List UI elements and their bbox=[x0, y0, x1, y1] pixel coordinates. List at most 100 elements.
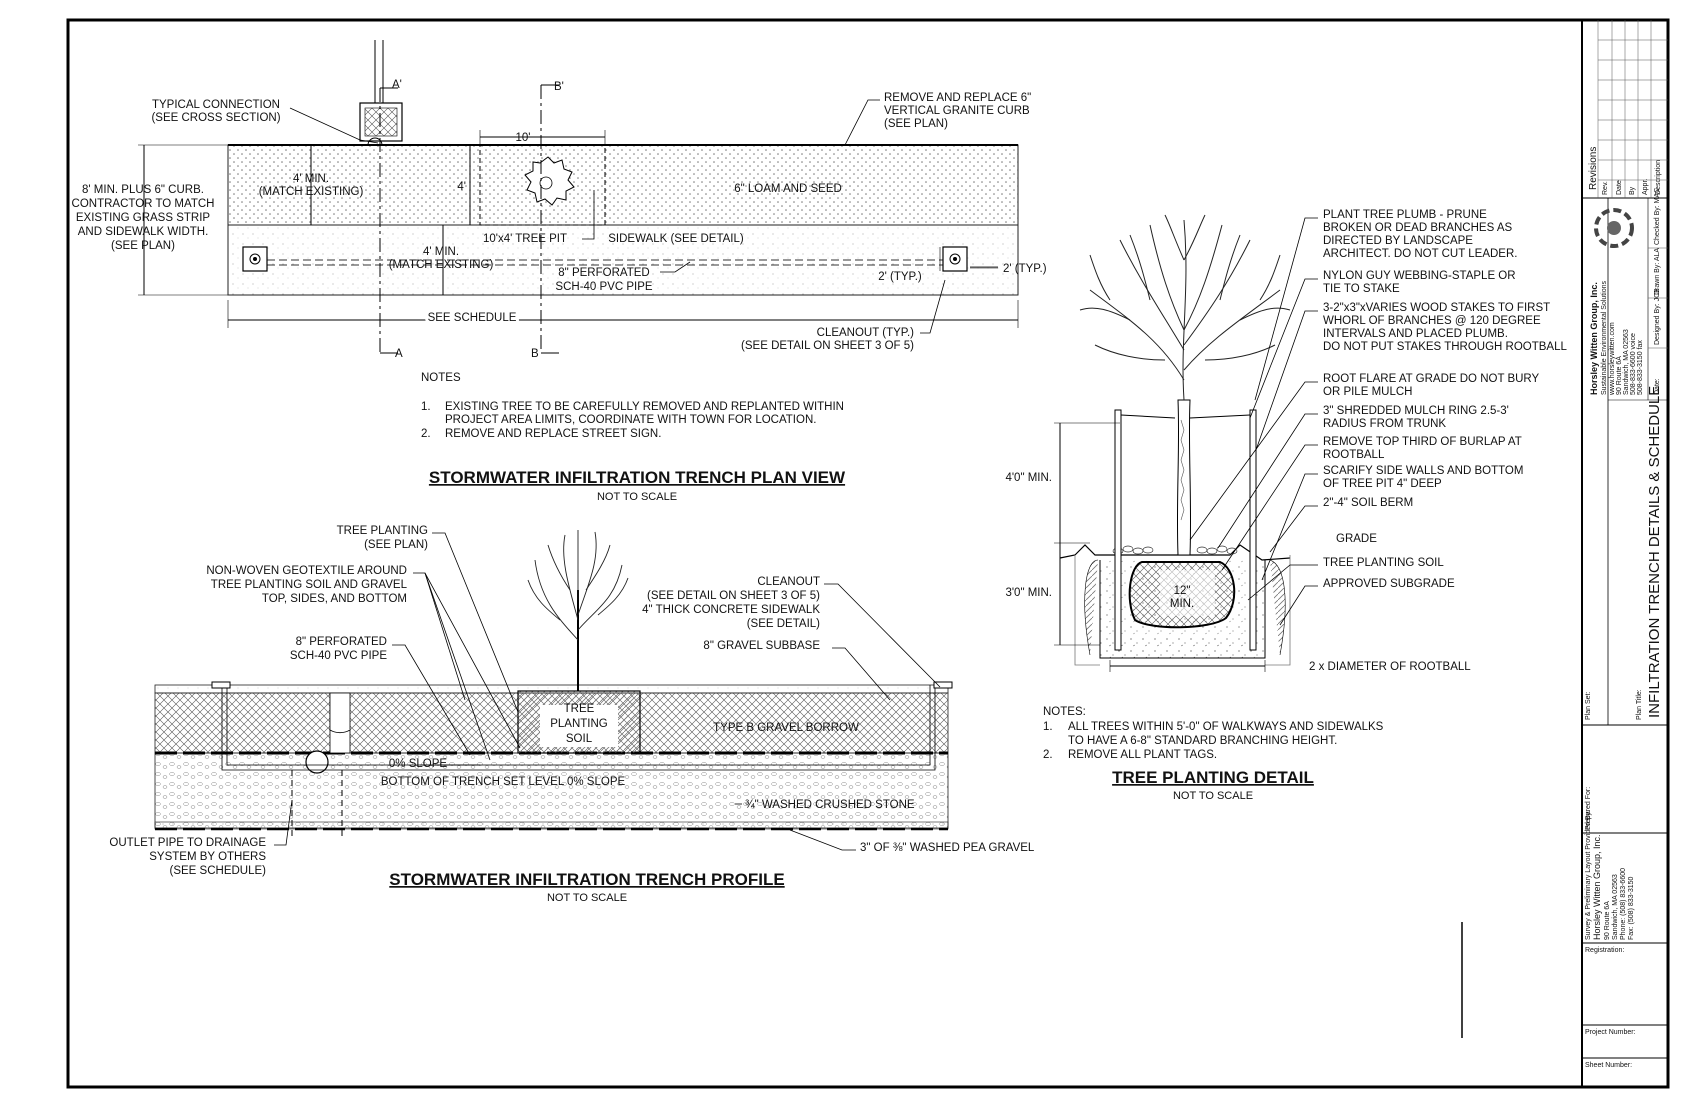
callout-subgrade: APPROVED SUBGRADE bbox=[1323, 578, 1455, 590]
curb-label: REMOVE AND REPLACE 6"VERTICAL GRANITE CU… bbox=[884, 92, 1031, 130]
profile-labels: TREE PLANTING(SEE PLAN) NON-WOVEN GEOTEX… bbox=[109, 525, 1035, 904]
prepared-by-firm: Horsley Witten Group, Inc. bbox=[1592, 834, 1602, 940]
subbase-label: 8" GRAVEL SUBBASE bbox=[703, 640, 820, 652]
title-block-text: Revisions Rev. Date By Appr. Description… bbox=[1585, 147, 1663, 1069]
rev-col-appr: Appr. bbox=[1642, 179, 1649, 195]
callout-planting-soil: TREE PLANTING SOIL bbox=[1323, 557, 1444, 569]
callout-grade: GRADE bbox=[1336, 533, 1377, 545]
section-b-bottom: B bbox=[531, 348, 539, 360]
revisions-label: Revisions bbox=[1588, 147, 1599, 190]
section-a-bottom: A bbox=[395, 348, 403, 360]
profile-cleanout-label: CLEANOUT(SEE DETAIL ON SHEET 3 OF 5) bbox=[647, 576, 820, 602]
four-min-top-label: 4' MIN.(MATCH EXISTING) bbox=[259, 173, 364, 198]
tree-pit-label: 10'x4' TREE PIT bbox=[483, 233, 567, 245]
slope-label: 0% SLOPE bbox=[389, 758, 447, 770]
plan-view-labels: TYPICAL CONNECTION(SEE CROSS SECTION) A'… bbox=[72, 79, 1047, 503]
pea-gravel-label: 3" OF ⅜" WASHED PEA GRAVEL bbox=[860, 842, 1035, 854]
plan-title-label: Plan Title: bbox=[1636, 689, 1643, 720]
crushed-stone-layer bbox=[154, 752, 949, 829]
prepared-by-phone: Phone: (508) 833-6600 bbox=[1620, 868, 1627, 940]
callout-mulch-ring: 3" SHREDDED MULCH RING 2.5-3'RADIUS FROM… bbox=[1323, 405, 1509, 430]
firm-tagline: Sustainable Environmental Solutions bbox=[1601, 280, 1608, 395]
section-b-top: B' bbox=[554, 81, 564, 93]
tree-note-1: 1.ALL TREES WITHIN 5'-0" OF WALKWAYS AND… bbox=[1043, 721, 1384, 747]
profile-sidewalk-label: 4" THICK CONCRETE SIDEWALK(SEE DETAIL) bbox=[642, 604, 820, 630]
registration-label: Registration: bbox=[1585, 947, 1624, 954]
tree-planting-detail bbox=[1054, 214, 1318, 672]
rev-col-by: By bbox=[1629, 186, 1636, 195]
dim-rootball: 12"MIN. bbox=[1170, 585, 1194, 610]
perforated-pipe-section-icon bbox=[305, 750, 329, 774]
four-min-bottom-label: 4' MIN.(MATCH EXISTING) bbox=[389, 246, 494, 271]
prepared-by-fax: Fax: (508) 833-3150 bbox=[1628, 876, 1635, 940]
people-checked: Checked By: MAC bbox=[1654, 188, 1661, 245]
people-drawn: Drawn By: ALA bbox=[1654, 248, 1661, 295]
stake-left-icon bbox=[1114, 409, 1122, 651]
tree-detail-scale: NOT TO SCALE bbox=[1173, 790, 1253, 802]
prepared-by-label: Survey & Preliminary Layout Provided By: bbox=[1585, 810, 1592, 940]
plan-title: INFILTRATION TRENCH DETAILS & SCHEDULE bbox=[1646, 386, 1663, 718]
firm-logo-icon bbox=[1594, 208, 1634, 248]
prepared-by-city: Sandwich, MA 02563 bbox=[1612, 874, 1619, 940]
grass-strip bbox=[227, 144, 1019, 226]
tree-note-2: 2.REMOVE ALL PLANT TAGS. bbox=[1043, 749, 1217, 761]
width-note-label: 8' MIN. PLUS 6" CURB.CONTRACTOR TO MATCH… bbox=[72, 184, 215, 252]
two-typ-inner: 2' (TYP.) bbox=[878, 271, 922, 283]
people-designed: Designed By: JCB bbox=[1654, 288, 1661, 345]
rev-col-desc: Description bbox=[1655, 160, 1662, 195]
grade-line bbox=[1059, 544, 1291, 561]
callout-soil-berm: 2"-4" SOIL BERM bbox=[1323, 497, 1413, 509]
profile-tree-planting-label: TREE PLANTING(SEE PLAN) bbox=[337, 525, 429, 551]
firm-city: Sandwich, MA 02563 bbox=[1623, 329, 1630, 395]
sidewalk-label: SIDEWALK (SEE DETAIL) bbox=[608, 233, 744, 245]
loam-label: 6" LOAM AND SEED bbox=[734, 183, 842, 195]
four-ft-dim: 4' bbox=[457, 181, 466, 193]
trench-profile bbox=[154, 530, 953, 851]
project-number-label: Project Number: bbox=[1585, 1029, 1636, 1036]
stake-right-icon bbox=[1249, 409, 1257, 651]
firm-web: www.horsleywitten.com bbox=[1609, 322, 1616, 396]
firm-street: 90 Route 6A bbox=[1616, 356, 1623, 395]
trunk-icon bbox=[1176, 399, 1192, 556]
sheet-border bbox=[66, 18, 1670, 1089]
plan-view-scale: NOT TO SCALE bbox=[597, 491, 677, 503]
dim-upper: 4'0" MIN. bbox=[1005, 472, 1052, 484]
title-block bbox=[1581, 20, 1668, 1087]
existing-tree-symbol-icon bbox=[524, 156, 575, 206]
tree-detail-title: TREE PLANTING DETAIL bbox=[1112, 768, 1314, 787]
plan-view-title: STORMWATER INFILTRATION TRENCH PLAN VIEW bbox=[429, 468, 846, 487]
rev-col-rev: Rev. bbox=[1602, 181, 1609, 195]
profile-tree-canopy-icon bbox=[527, 530, 629, 641]
tree-pit-outline bbox=[479, 144, 606, 226]
people-date: Date: bbox=[1654, 378, 1661, 395]
plan-note-1: 1.EXISTING TREE TO BE CAREFULLY REMOVED … bbox=[421, 401, 844, 426]
typical-connection-label: TYPICAL CONNECTION(SEE CROSS SECTION) bbox=[151, 99, 280, 124]
ten-ft-dim: 10' bbox=[516, 132, 531, 144]
prepared-for-label: Prepared For: bbox=[1585, 787, 1592, 830]
trench-bottom-label: BOTTOM OF TRENCH SET LEVEL 0% SLOPE bbox=[381, 776, 626, 788]
plan-view bbox=[138, 40, 1019, 354]
crushed-stone-label: ¾" WASHED CRUSHED STONE bbox=[745, 799, 915, 811]
tree-canopy-icon bbox=[1079, 214, 1291, 401]
borrow-label: TYPE B GRAVEL BORROW bbox=[713, 722, 859, 734]
profile-scale: NOT TO SCALE bbox=[547, 892, 627, 904]
rev-col-date: Date bbox=[1616, 180, 1623, 195]
plan-set-label: Plan Set: bbox=[1585, 692, 1592, 720]
cleanout-plan-label: CLEANOUT (TYP.)(SEE DETAIL ON SHEET 3 OF… bbox=[741, 327, 914, 352]
section-a-top: A' bbox=[392, 79, 402, 91]
firm-name: Horsley Witten Group, Inc. bbox=[1589, 282, 1599, 395]
sheet-number-label: Sheet Number: bbox=[1585, 1062, 1632, 1069]
dim-lower: 3'0" MIN. bbox=[1005, 587, 1052, 599]
